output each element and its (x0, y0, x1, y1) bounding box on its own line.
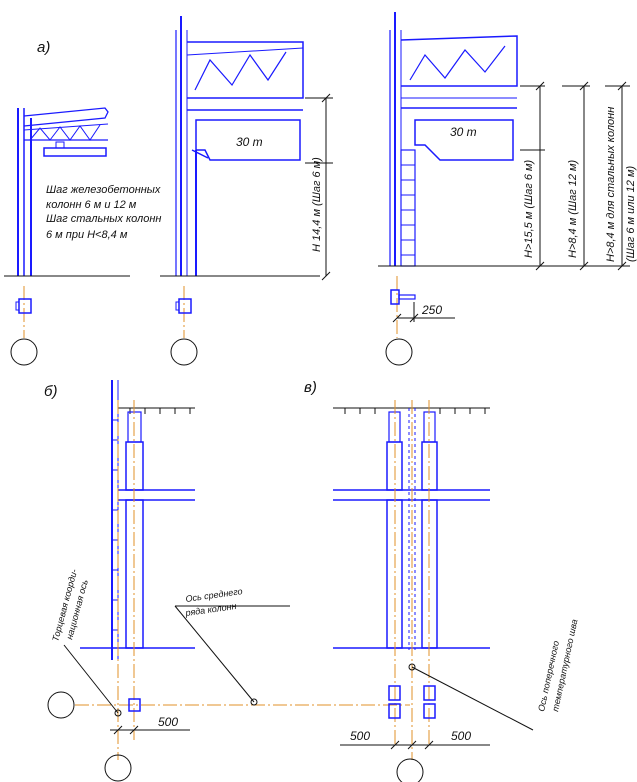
detail-a3 (378, 12, 630, 366)
section-label-v: в) (304, 379, 317, 396)
section-label-a: а) (37, 39, 50, 56)
dim-h-8-4-12: H>8,4 м (Шаг 12 м) (567, 159, 579, 258)
crane-load-1: 30 т (236, 135, 263, 149)
dim-250: 250 (421, 303, 442, 317)
dim-h-8-4-steel: H>8,4 м для стальных колонн (605, 107, 617, 262)
callout-middle-row-2: ряда колонн (184, 601, 237, 618)
note-step-1: Шаг железобетонных (46, 184, 161, 196)
dim-h-14-4: H 14,4 м (Шаг 6 м) (311, 157, 323, 252)
dim-500-v1: 500 (350, 729, 370, 743)
detail-a1 (4, 107, 130, 366)
dim-h-15-5: H>15,5 м (Шаг 6 м) (523, 159, 535, 258)
crane-load-2: 30 т (450, 125, 477, 139)
dim-h-8-4-steel-step: (Шаг 6 м или 12 м) (625, 166, 637, 262)
note-step-3: Шаг стальных колонн (46, 213, 161, 225)
detail-v (333, 400, 534, 782)
note-step-4: 6 м при H<8,4 м (46, 229, 128, 241)
note-step-2: колонн 6 м и 12 м (46, 199, 137, 211)
detail-a2 (160, 16, 333, 366)
dim-500-b: 500 (158, 715, 178, 729)
section-label-b: б) (44, 383, 57, 400)
detail-b (47, 380, 410, 782)
dim-500-v2: 500 (451, 729, 471, 743)
